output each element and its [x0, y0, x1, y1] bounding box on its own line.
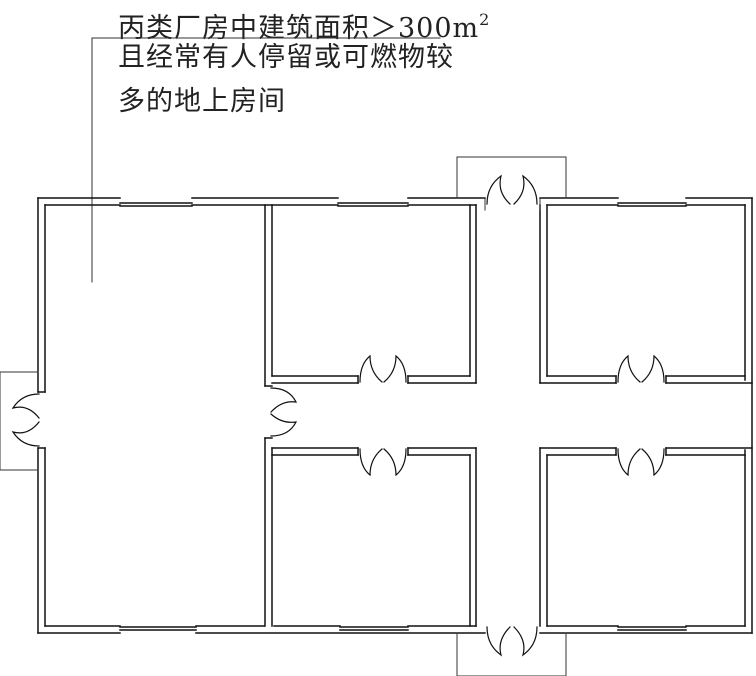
outer-wall-left: [37, 197, 46, 634]
annotation-superscript: 2: [479, 10, 491, 29]
door-upper-right-room: [617, 354, 665, 383]
outer-wall-bottom: [37, 625, 753, 634]
door-bottom-entrance: [486, 626, 538, 657]
door-upper-middle-room: [359, 354, 407, 383]
room-wall-upper-right: [539, 204, 753, 384]
door-large-room: [270, 387, 298, 437]
door-top-entrance: [486, 174, 538, 205]
room-wall-lower-middle: [271, 447, 477, 627]
partition-wall-large-room: [264, 204, 273, 627]
room-wall-upper-middle: [271, 204, 477, 384]
vestibule-top: [456, 156, 567, 211]
annotation-leader-line: [91, 37, 441, 283]
outer-wall-top: [37, 197, 753, 207]
annotation-line-1-text: 丙类厂房中建筑面积＞300m: [118, 13, 480, 44]
outer-wall-right: [744, 197, 753, 634]
door-left-entrance: [11, 393, 40, 447]
annotation-line-1: 丙类厂房中建筑面积＞300m2: [118, 2, 490, 47]
annotation-line-3: 多的地上房间: [118, 86, 286, 117]
vestibule-bottom: [456, 632, 567, 676]
room-wall-lower-right: [539, 447, 753, 627]
door-lower-middle-room: [359, 448, 407, 477]
annotation-line-2: 且经常有人停留或可燃物较: [118, 42, 454, 73]
door-lower-right-room: [617, 448, 665, 477]
vestibule-left: [0, 371, 39, 471]
